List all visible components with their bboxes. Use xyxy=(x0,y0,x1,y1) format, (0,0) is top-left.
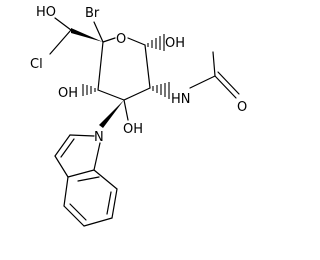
hash-c4-oh xyxy=(82,84,96,96)
bond-c5-c6-indole xyxy=(83,217,113,227)
carbonyl-oxygen-label: O xyxy=(237,100,247,115)
bond-c3-oh xyxy=(123,99,129,121)
ring-oxygen-label: O xyxy=(116,32,126,47)
indole-nitrogen-label: N xyxy=(94,130,104,145)
indole-ring xyxy=(54,134,118,227)
bromine-label: Br xyxy=(85,6,100,21)
wedge-c5-chohcl xyxy=(71,28,103,42)
bond-c3a-c7a xyxy=(67,169,95,178)
bond-c3-c4 xyxy=(97,89,125,101)
bond-carbonyl-methyl xyxy=(212,51,216,77)
hash-c1-oh xyxy=(147,34,165,51)
bond-c3a-c7a-double xyxy=(77,176,100,182)
hash-c2-nh xyxy=(152,82,170,99)
bond-c7-c7a xyxy=(93,169,118,190)
bond-o-c1 xyxy=(127,37,146,46)
bond-c1-c2 xyxy=(144,44,151,89)
bond-c2-c3 xyxy=(123,87,151,101)
bond-n1-c2 xyxy=(69,134,95,137)
ch-hydroxyl-label: HO xyxy=(36,5,56,20)
bond-c2-c3-indole-double xyxy=(60,138,75,158)
bond-ch-oh xyxy=(54,17,72,31)
pyranose-ring xyxy=(97,37,151,101)
wedge-c3-indole xyxy=(99,100,124,128)
bond-c6-c7-indole xyxy=(111,188,118,219)
bond-c4-c5-indole-double xyxy=(69,203,87,221)
amide-nitrogen-label: HN xyxy=(171,92,191,107)
bond-c3-c3a xyxy=(54,155,69,178)
bond-c4-c5 xyxy=(97,41,104,91)
bond-c4-c5-indole xyxy=(63,205,85,227)
bond-carbonyl-o xyxy=(214,75,237,99)
bond-c7a-n1 xyxy=(93,142,101,171)
bond-c6-c7-indole-double xyxy=(106,191,112,215)
bond-n-carbonyl xyxy=(189,75,216,89)
bond-c5-o xyxy=(102,37,116,43)
c4-hydroxyl-label: OH xyxy=(58,86,78,101)
anomeric-hydroxyl-label: OH xyxy=(165,36,185,51)
bond-c5-br xyxy=(93,21,104,43)
bond-c2-c3-indole xyxy=(54,134,71,157)
bond-ch-cl xyxy=(49,29,72,55)
molecule-structure: Br O OH HO Cl OH OH HN O N xyxy=(30,5,247,227)
c3-hydroxyl-label: OH xyxy=(123,122,143,137)
bond-c3a-c4 xyxy=(63,176,69,207)
chlorine-label: Cl xyxy=(30,57,43,72)
bond-carbonyl-o-double xyxy=(217,71,240,95)
